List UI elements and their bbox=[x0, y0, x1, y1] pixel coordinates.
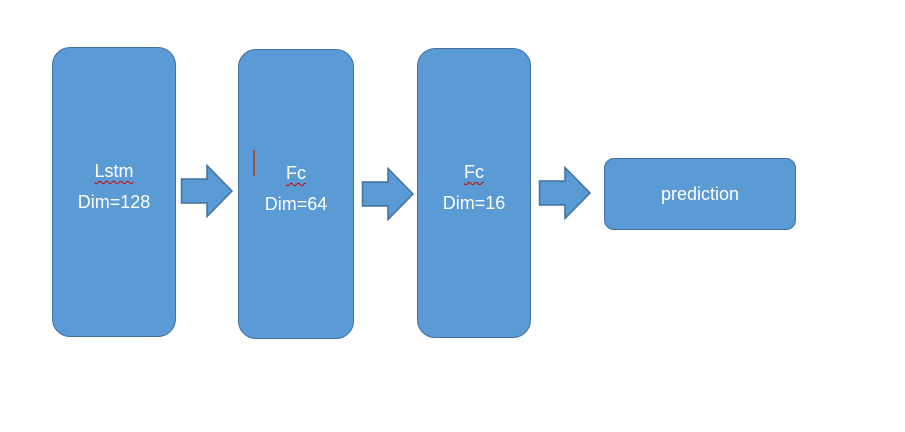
fc16-layer-dim: Dim=16 bbox=[442, 193, 506, 213]
text-cursor bbox=[253, 150, 255, 176]
fc16-layer-text: Fc Dim=16 bbox=[443, 157, 506, 219]
fc64-layer-box[interactable]: Fc Dim=64 bbox=[238, 49, 354, 339]
lstm-layer-text: Lstm Dim=128 bbox=[78, 156, 151, 218]
lstm-layer-box[interactable]: Lstm Dim=128 bbox=[52, 47, 176, 337]
lstm-layer-name: Lstm bbox=[94, 161, 134, 181]
right-arrow-icon bbox=[180, 164, 234, 218]
prediction-label: prediction bbox=[660, 183, 740, 204]
fc64-layer-name: Fc bbox=[286, 163, 306, 183]
prediction-box[interactable]: prediction bbox=[604, 158, 796, 230]
lstm-layer-dim: Dim=128 bbox=[77, 192, 151, 212]
fc16-layer-name: Fc bbox=[464, 162, 484, 182]
fc64-layer-text: Fc Dim=64 bbox=[265, 158, 328, 220]
fc16-layer-box[interactable]: Fc Dim=16 bbox=[417, 48, 531, 338]
right-arrow-icon bbox=[361, 167, 415, 221]
fc64-layer-dim: Dim=64 bbox=[264, 194, 328, 214]
right-arrow-icon bbox=[538, 166, 592, 220]
